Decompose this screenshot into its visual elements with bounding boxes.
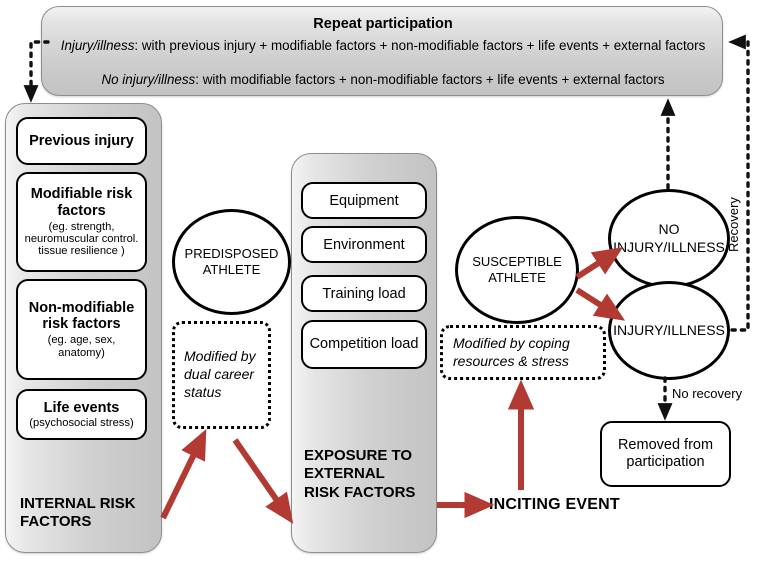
repeat-participation-panel: Repeat participation Injury/illness: wit…	[41, 6, 723, 96]
injury-illness-node: INJURY/ILLNESS	[608, 281, 730, 380]
exposure-panel-label: EXPOSURE TO EXTERNAL RISK FACTORS	[304, 447, 416, 501]
no-injury-illness-node: NO INJURY/ILLNESS	[608, 189, 730, 288]
injury-illness-node-label: INJURY/ILLNESS	[613, 321, 725, 338]
box-equipment-title: Equipment	[329, 192, 399, 209]
repeat-participation-title: Repeat participation	[313, 16, 453, 32]
modifier-coping-label: Modified by coping resources & stress	[453, 334, 570, 369]
modifier-dual-career-label: Modified by dual career status	[184, 348, 256, 400]
box-non-modifiable-risk-factors-sub: (eg. age, sex, anatomy)	[47, 334, 116, 359]
box-modifiable-risk-factors-title: Modifiable risk factors	[30, 186, 133, 219]
inciting-event-label: INCITING EVENT	[489, 496, 620, 513]
predisposed-athlete-label: PREDISPOSED ATHLETE	[184, 246, 279, 277]
box-non-modifiable-risk-factors-title: Non-modifiable risk factors	[28, 299, 135, 333]
box-modifiable-risk-factors-sub: (eg. strength, neuromuscular control. ti…	[24, 220, 139, 258]
box-removed-from-participation-title: Removed from participation	[617, 436, 714, 470]
arrow-susceptible-to-no-injury	[575, 247, 624, 280]
arrow-internal-to-predisposed	[160, 429, 207, 520]
box-equipment: Equipment	[301, 182, 427, 219]
susceptible-athlete-label: SUSCEPTIBLE ATHLETE	[472, 254, 562, 285]
box-modifiable-risk-factors: Modifiable risk factors (eg. strength, n…	[16, 172, 147, 272]
no-injury-illness-text: : with modifiable factors + non-modifiab…	[195, 72, 665, 87]
arrow-predisposed-to-exposure	[232, 438, 294, 524]
box-life-events-title: Life events	[43, 399, 120, 416]
box-training-load: Training load	[301, 275, 427, 312]
repeat-participation-injury-line: Injury/illness: with previous injury + m…	[42, 38, 724, 53]
box-previous-injury: Previous injury	[16, 117, 147, 165]
recovery-label: Recovery	[726, 197, 741, 252]
arrow-injury-recovery-to-repeat-participation	[728, 34, 750, 332]
box-life-events-sub: (psychosocial stress)	[29, 416, 134, 429]
repeat-participation-no-injury-line: No injury/illness: with modifiable facto…	[42, 72, 724, 87]
modifier-coping: Modified by coping resources & stress	[440, 325, 606, 380]
box-previous-injury-title: Previous injury	[29, 132, 134, 149]
box-competition-load: Competition load	[301, 320, 427, 369]
injury-illness-text: : with previous injury + modifiable fact…	[134, 38, 706, 53]
injury-illness-label: Injury/illness	[60, 38, 135, 53]
box-environment: Environment	[301, 226, 427, 263]
box-life-events: Life events (psychosocial stress)	[16, 389, 147, 440]
no-injury-illness-node-label: NO INJURY/ILLNESS	[613, 221, 725, 255]
predisposed-athlete-node: PREDISPOSED ATHLETE	[172, 209, 291, 315]
susceptible-athlete-node: SUSCEPTIBLE ATHLETE	[455, 216, 579, 324]
box-competition-load-title: Competition load	[309, 336, 419, 353]
no-injury-illness-label: No injury/illness	[101, 72, 196, 87]
box-removed-from-participation: Removed from participation	[600, 421, 731, 487]
box-training-load-title: Training load	[322, 285, 406, 302]
modifier-dual-career: Modified by dual career status	[172, 321, 271, 429]
box-non-modifiable-risk-factors: Non-modifiable risk factors (eg. age, se…	[16, 279, 147, 380]
no-recovery-label: No recovery	[672, 386, 743, 401]
arrow-susceptible-to-injury	[575, 287, 626, 321]
box-environment-title: Environment	[323, 236, 405, 253]
internal-risk-factors-label: INTERNAL RISK FACTORS	[20, 495, 136, 531]
